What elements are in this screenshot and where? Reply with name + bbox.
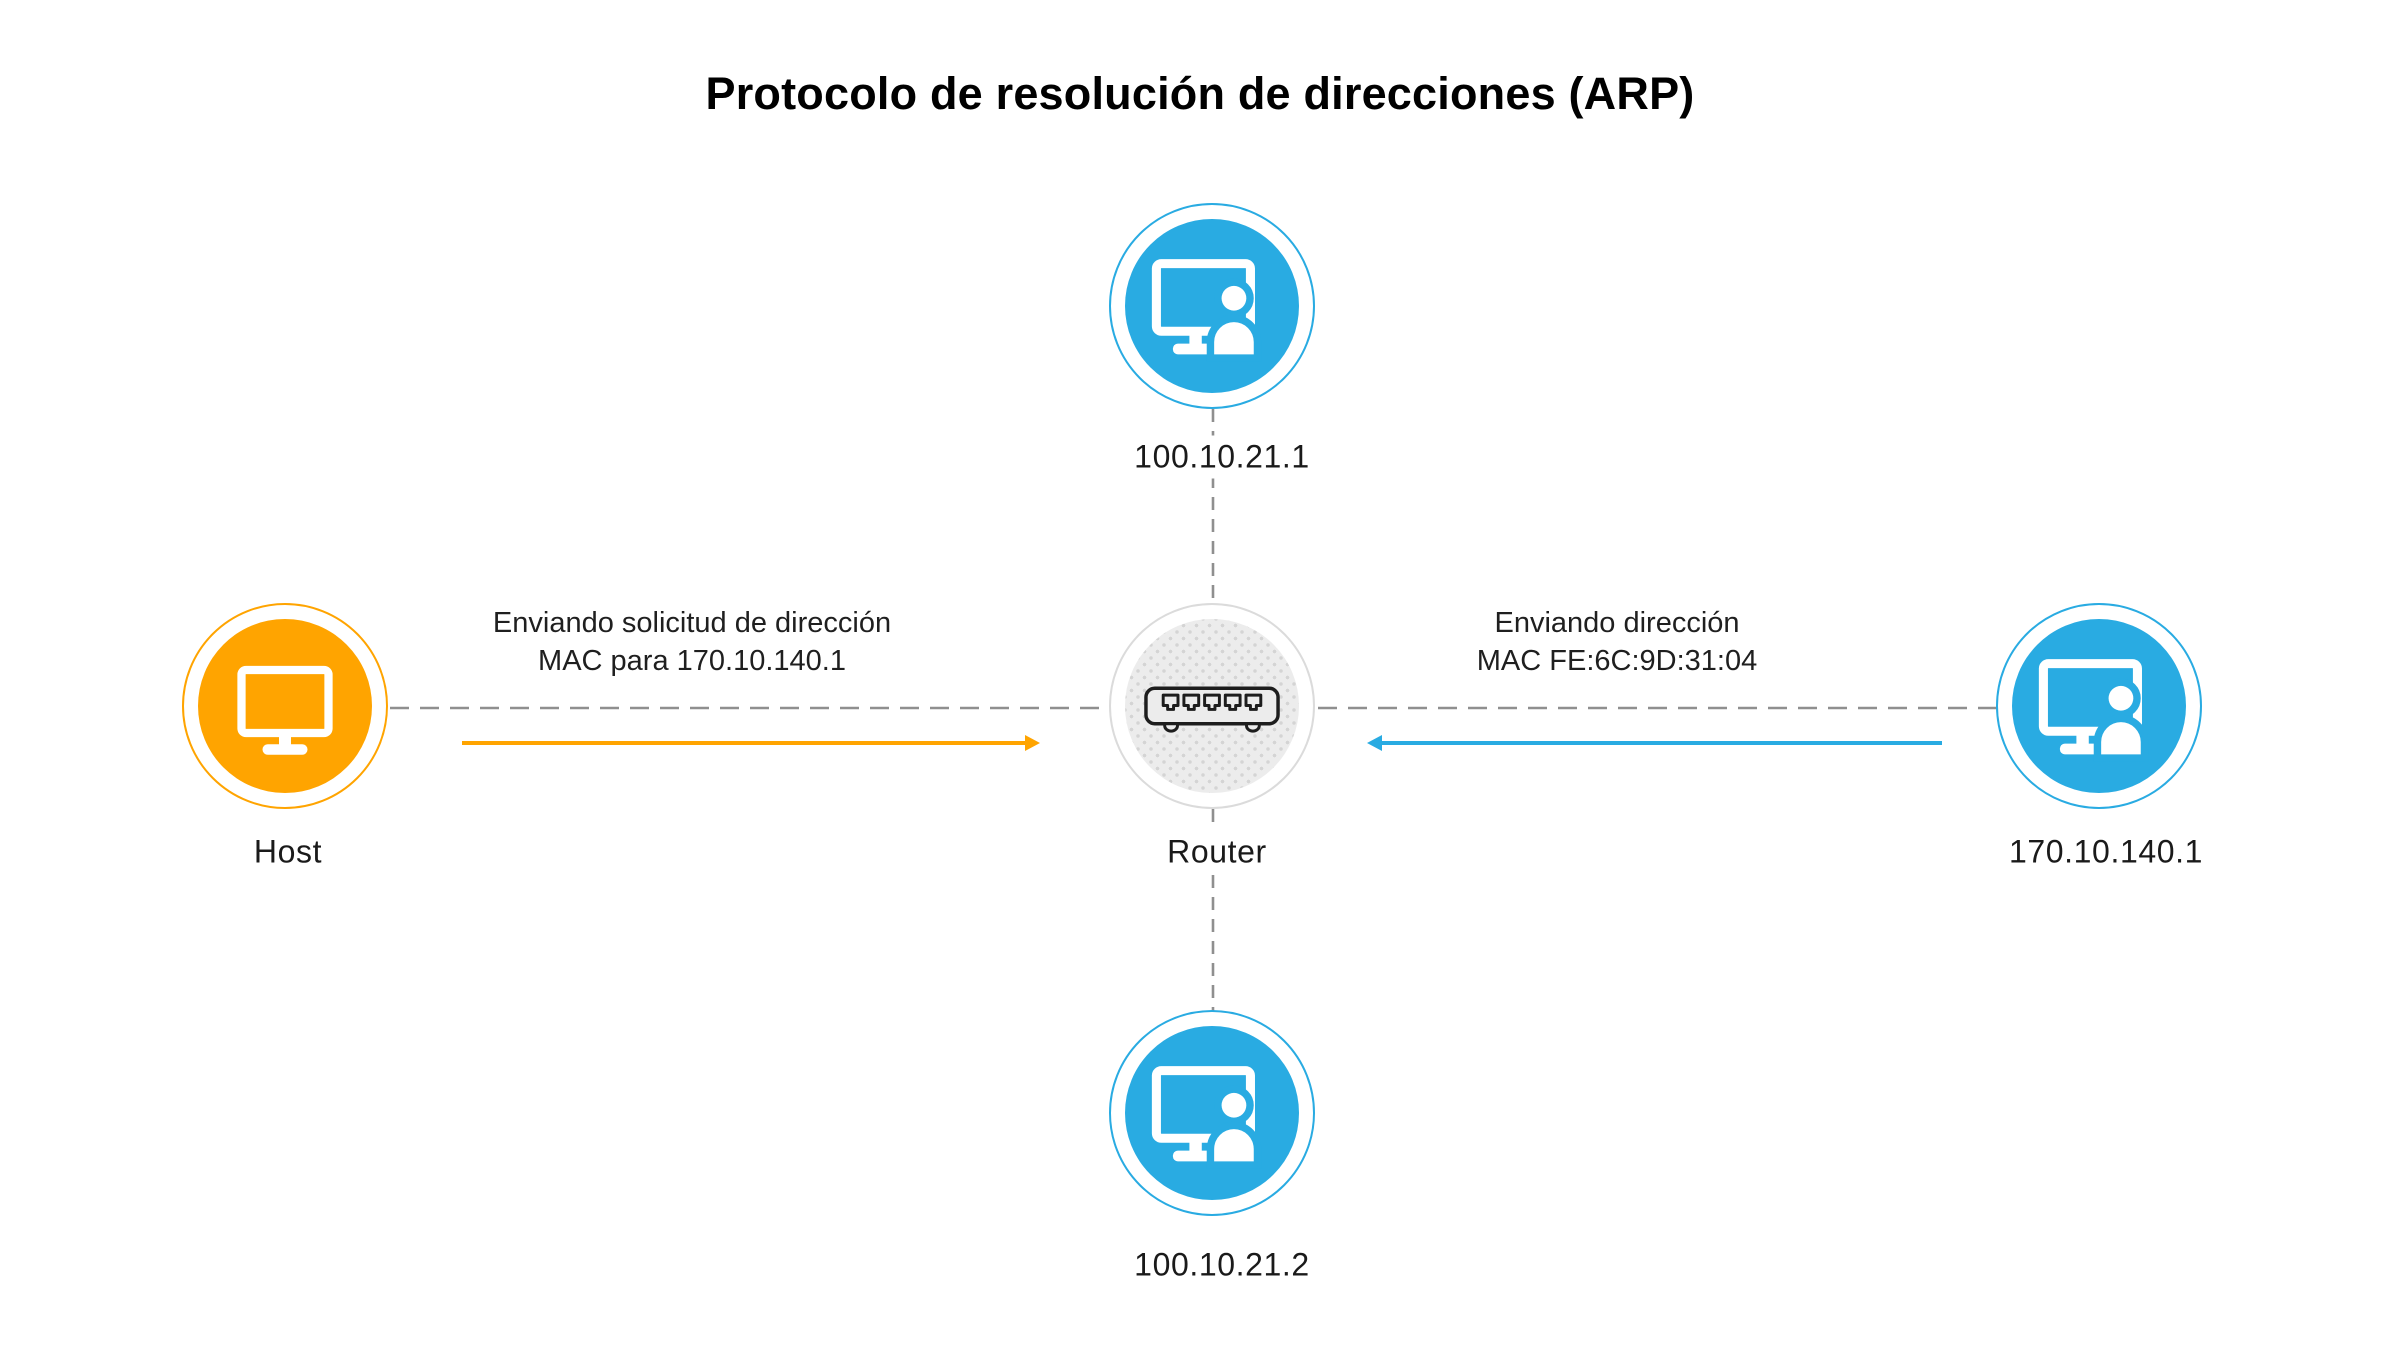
router-switch-icon	[1144, 686, 1280, 733]
label-ip-top: 100.10.21.1	[1120, 435, 1324, 479]
label-ip-bottom: 100.10.21.2	[1120, 1243, 1324, 1287]
arp-reply-arrow	[1367, 735, 1942, 751]
label-router: Router	[1153, 830, 1281, 874]
arp-request-arrowhead	[1025, 735, 1040, 751]
arp-request-text-line1: Enviando solicitud de dirección	[492, 607, 892, 639]
arp-request-text-line2: MAC para 170.10.140.1	[538, 645, 846, 677]
arp-request-arrow	[462, 735, 1040, 751]
computer-user-icon	[1151, 258, 1261, 362]
label-host: Host	[239, 830, 337, 874]
node-host	[182, 603, 388, 809]
arp-reply-text-line1: Enviando dirección	[1494, 607, 1740, 639]
computer-user-icon	[2038, 658, 2148, 762]
computer-icon	[237, 665, 333, 755]
node-workstation-right	[1996, 603, 2202, 809]
label-ip-right: 170.10.140.1	[1994, 830, 2218, 874]
arp-reply-text: Enviando dirección MAC FE:6C:9D:31:04	[1477, 604, 1757, 680]
node-router	[1109, 603, 1315, 809]
arp-reply-arrowhead	[1367, 735, 1382, 751]
computer-user-icon	[1151, 1065, 1261, 1169]
arp-request-text: Enviando solicitud de dirección MAC para…	[493, 604, 891, 680]
arp-reply-text-line2: MAC FE:6C:9D:31:04	[1476, 645, 1758, 677]
diagram-title: Protocolo de resolución de direcciones (…	[705, 68, 1695, 119]
node-workstation-bottom	[1109, 1010, 1315, 1216]
node-workstation-top	[1109, 203, 1315, 409]
